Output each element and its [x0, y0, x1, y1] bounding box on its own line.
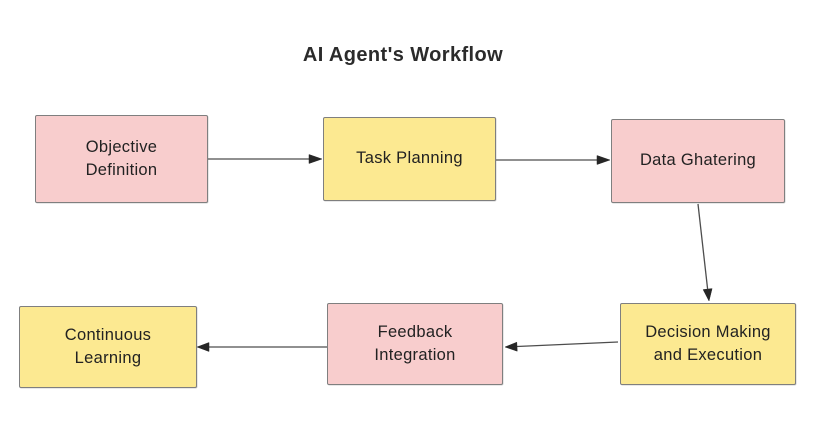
node-objective-definition-label: Objective Definition [85, 137, 158, 179]
node-objective-definition: Objective Definition [35, 115, 208, 203]
node-task-planning: Task Planning [323, 117, 496, 201]
edge-task-to-data [496, 155, 611, 165]
node-data-gathering-label: Data Ghatering [639, 151, 757, 170]
node-decision-making-and-execution-label: Decision Making and Execution [645, 322, 771, 364]
node-decision-making-and-execution: Decision Making and Execution [620, 303, 796, 385]
edge-objective-to-task [208, 154, 323, 164]
node-continuous-learning: Continuous Learning [19, 306, 197, 388]
edge-decision-to-feedback [504, 341, 619, 352]
diagram-title: AI Agent's Workflow [302, 44, 504, 66]
node-feedback-integration-label: Feedback Integration [374, 322, 456, 364]
edge-data-to-decision [697, 203, 713, 302]
edge-feedback-to-continuous [196, 342, 327, 352]
node-feedback-integration: Feedback Integration [327, 303, 503, 385]
node-continuous-learning-label: Continuous Learning [64, 325, 152, 367]
node-data-gathering: Data Ghatering [611, 119, 785, 203]
node-task-planning-label: Task Planning [356, 149, 463, 168]
